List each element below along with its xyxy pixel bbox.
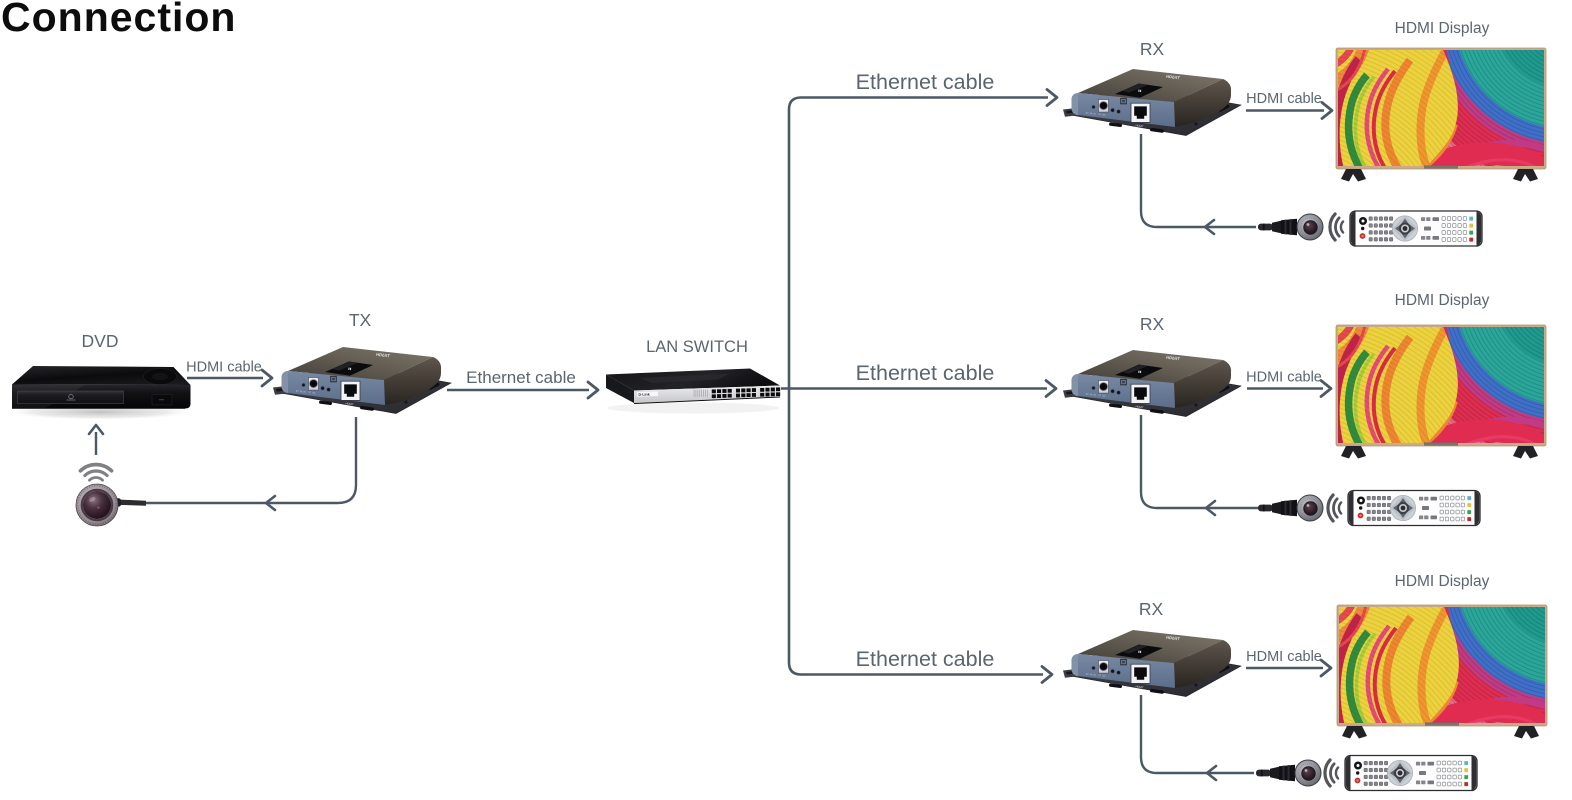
svg-text:RX: RX bbox=[1140, 314, 1165, 334]
svg-text:HDMI cable: HDMI cable bbox=[186, 360, 262, 376]
svg-text:HDMI cable: HDMI cable bbox=[1246, 91, 1322, 107]
svg-text:HDMI cable: HDMI cable bbox=[1246, 370, 1322, 386]
svg-text:RX: RX bbox=[1140, 39, 1165, 59]
svg-text:Ethernet cable: Ethernet cable bbox=[856, 361, 995, 385]
svg-text:Ethernet cable: Ethernet cable bbox=[856, 70, 995, 94]
svg-text:Ethernet cable: Ethernet cable bbox=[856, 647, 995, 671]
svg-text:HDMI Display: HDMI Display bbox=[1395, 20, 1490, 37]
svg-text:LAN SWITCH: LAN SWITCH bbox=[646, 338, 748, 356]
svg-text:HDMI Display: HDMI Display bbox=[1395, 292, 1490, 309]
svg-text:Ethernet cable: Ethernet cable bbox=[466, 368, 576, 387]
svg-text:HDMI Display: HDMI Display bbox=[1395, 573, 1490, 590]
svg-text:DVD: DVD bbox=[82, 331, 119, 351]
svg-text:Connection: Connection bbox=[1, 0, 236, 40]
svg-text:RX: RX bbox=[1139, 599, 1164, 619]
svg-text:D-Link: D-Link bbox=[638, 393, 649, 397]
svg-text:TX: TX bbox=[349, 310, 372, 330]
svg-text:HDMI cable: HDMI cable bbox=[1246, 649, 1322, 665]
